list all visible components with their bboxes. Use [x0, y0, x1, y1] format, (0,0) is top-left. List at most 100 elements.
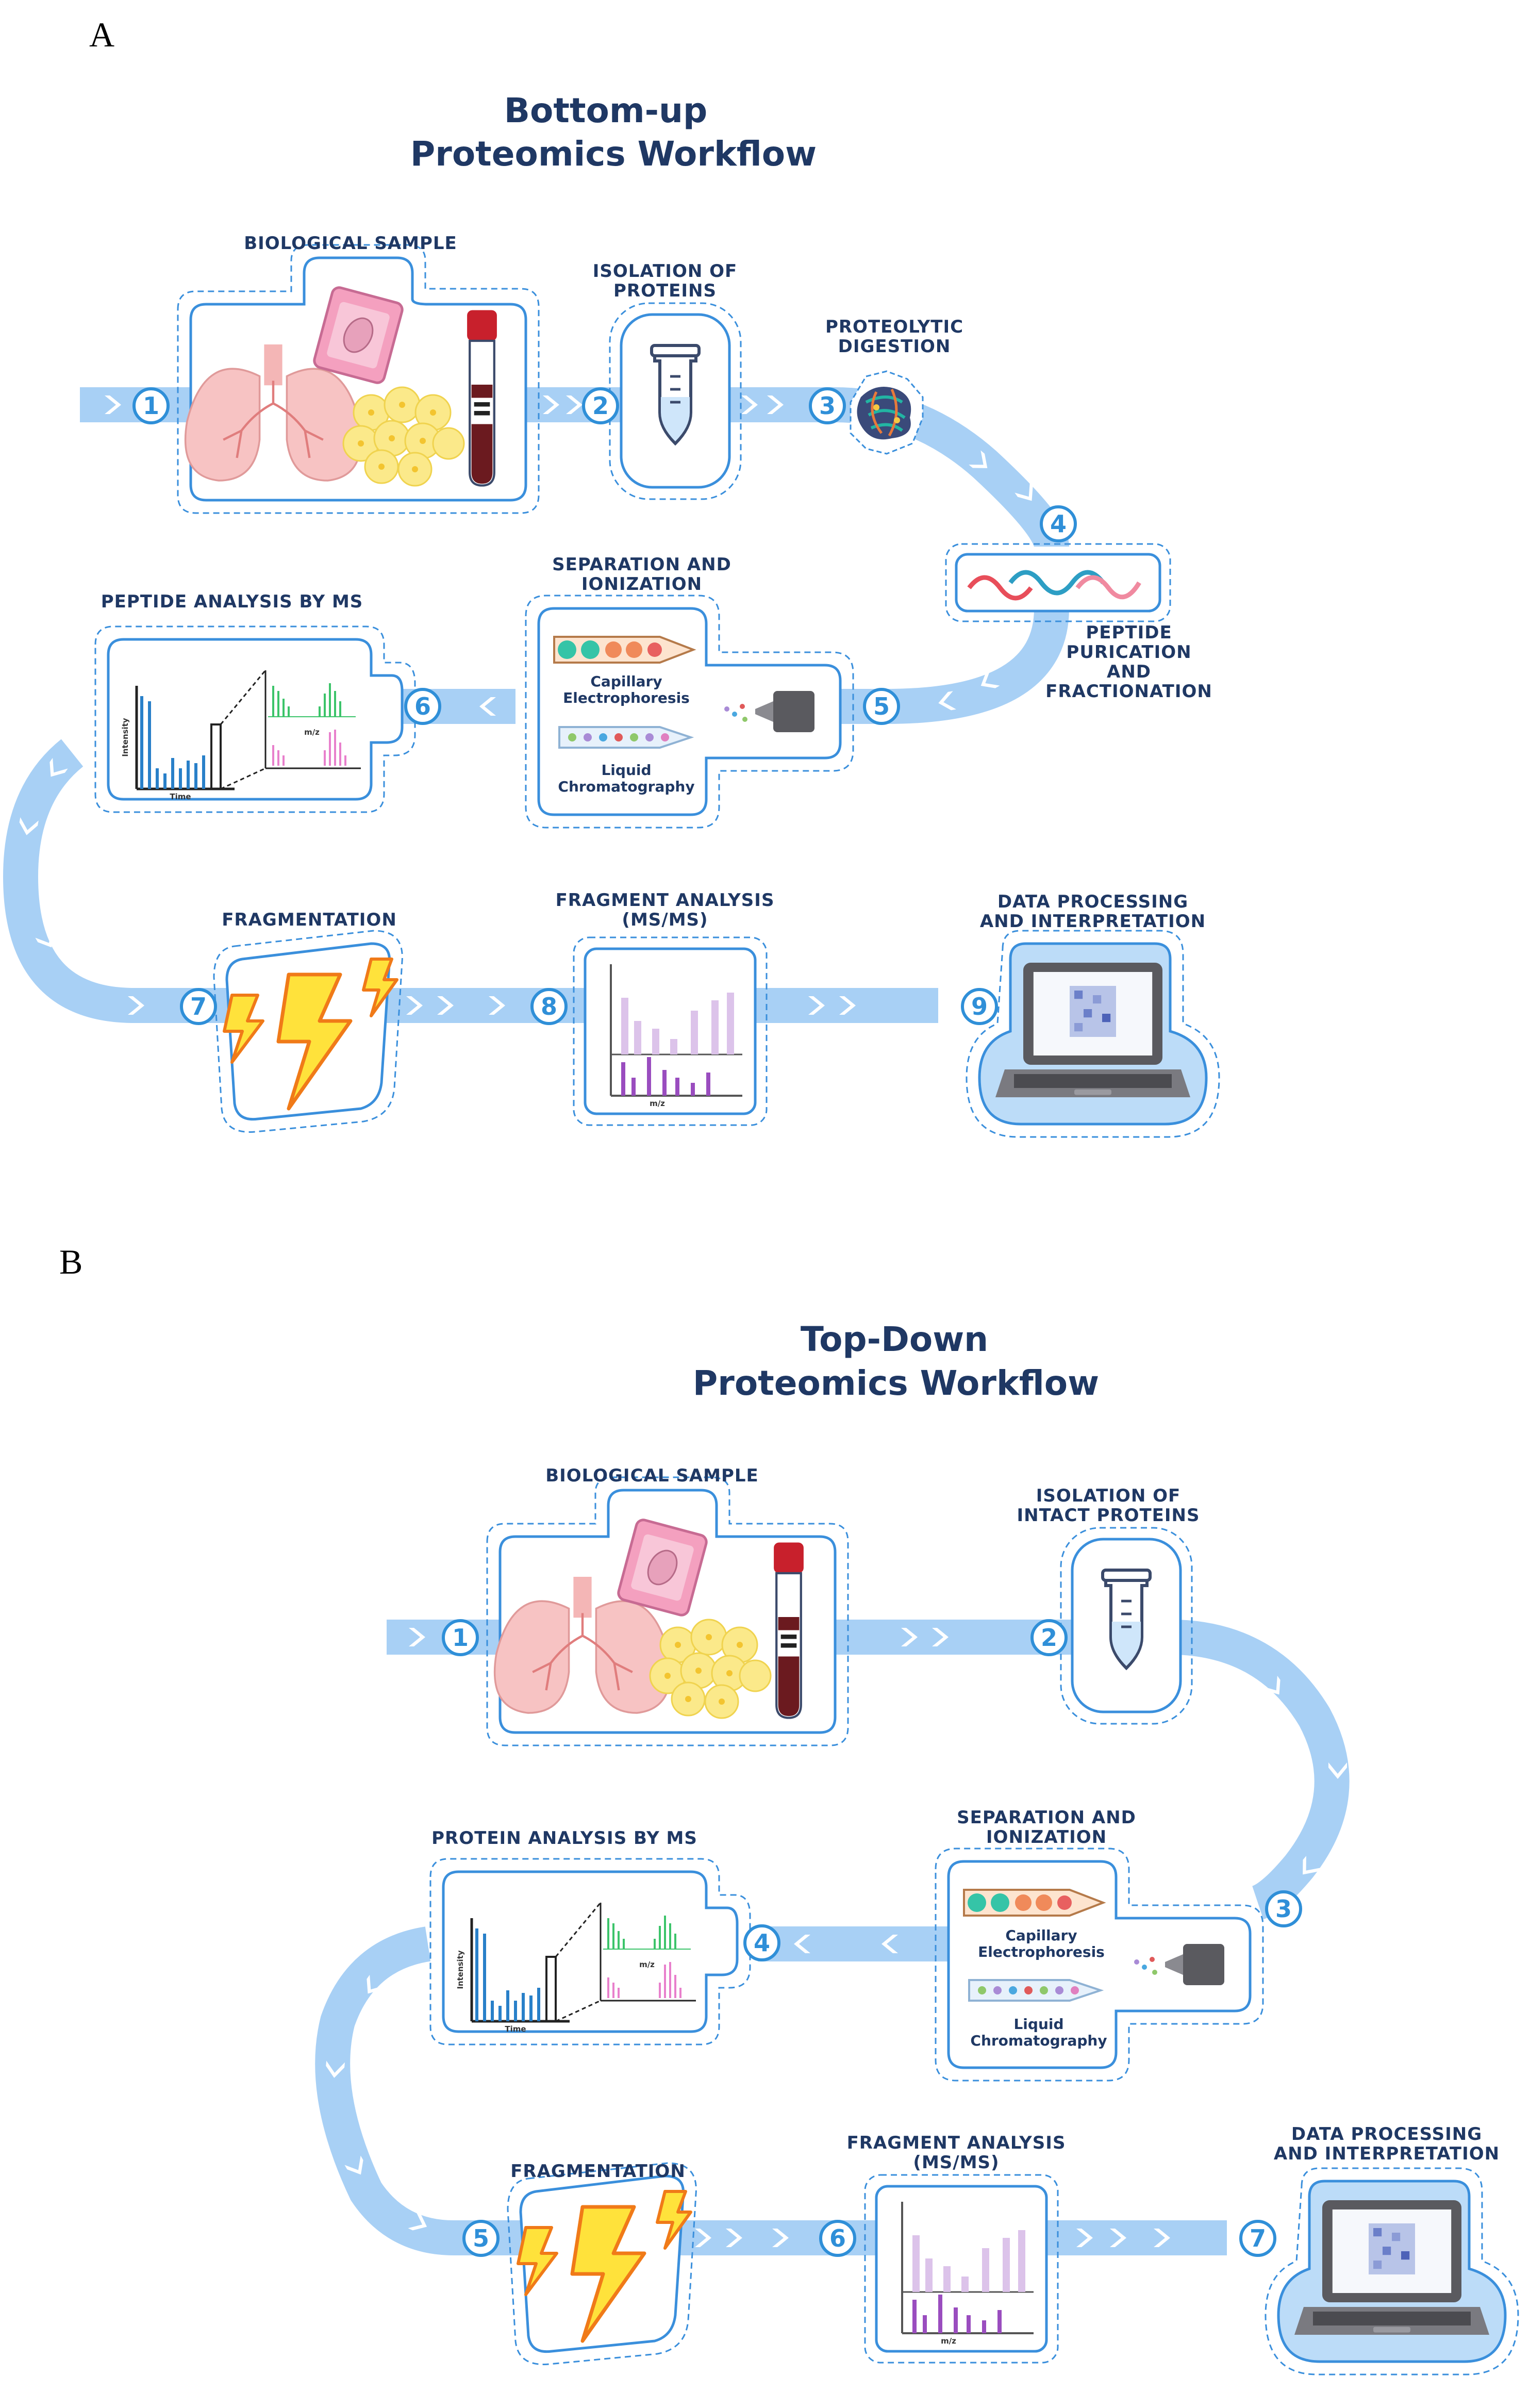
step-a-5: 5	[863, 688, 900, 725]
svg-text:3: 3	[819, 392, 836, 420]
panel-b-axis-intensity: Intensity	[456, 1950, 465, 1989]
panel-a-fragment-box	[573, 936, 768, 1126]
panel-b-separation-box	[935, 1848, 1264, 2082]
panel-a-fragmentation-box	[213, 930, 403, 1133]
panel-a-step-markers: 1 2 3 4 5 6 7 8 9	[132, 387, 1077, 1025]
step-a-1: 1	[132, 387, 170, 424]
panel-b-label-fragment-1: FRAGMENT ANALYSIS	[847, 2133, 1066, 2153]
panel-b-label-fragmentation: FRAGMENTATION	[510, 2161, 686, 2182]
panel-a-purification-box	[945, 543, 1171, 622]
svg-text:4: 4	[1050, 510, 1067, 538]
panel-b-label-separation-2: IONIZATION	[986, 1827, 1107, 1848]
svg-text:5: 5	[473, 2224, 489, 2252]
panel-a-isolation-box	[609, 302, 742, 500]
panel-b-axis-time: Time	[505, 2024, 526, 2034]
panel-b-label-analysis: PROTEIN ANALYSIS BY MS	[431, 1828, 697, 1849]
step-b-1: 1	[442, 1619, 479, 1656]
step-b-5: 5	[462, 2220, 500, 2257]
panel-a-label-analysis: PEPTIDE ANALYSIS BY MS	[101, 591, 363, 612]
svg-text:6: 6	[414, 692, 431, 720]
panel-a-label-digestion-2: DIGESTION	[838, 336, 951, 357]
panel-a-label-data-1: DATA PROCESSING	[997, 892, 1188, 912]
svg-text:5: 5	[873, 692, 890, 720]
panel-a-label-fragment-2: (MS/MS)	[622, 910, 708, 930]
panel-a-label-fragmentation: FRAGMENTATION	[222, 910, 397, 930]
panel-b-label-data-1: DATA PROCESSING	[1291, 2124, 1482, 2145]
panel-b-axis-mz: m/z	[639, 1960, 655, 1969]
panel-a-axis-mz-fragment: m/z	[650, 1099, 665, 1108]
svg-text:3: 3	[1275, 1895, 1292, 1923]
panel-a-digestion-icon	[850, 370, 924, 455]
panel-a-label-liquid-1: Liquid	[601, 762, 651, 779]
step-a-8: 8	[530, 988, 568, 1025]
panel-b-label-data-2: AND INTERPRETATION	[1274, 2143, 1500, 2164]
step-b-2: 2	[1030, 1619, 1068, 1656]
panel-a-label-data-2: AND INTERPRETATION	[980, 911, 1206, 932]
panel-b-label-fragment-2: (MS/MS)	[913, 2152, 999, 2173]
panel-a-label-digestion-1: PROTEOLYTIC	[825, 317, 963, 337]
svg-text:1: 1	[452, 1624, 469, 1652]
panel-b-sample-box	[486, 1476, 849, 1746]
svg-text:9: 9	[971, 993, 988, 1020]
panel-a-label-fragment-1: FRAGMENT ANALYSIS	[556, 890, 775, 911]
panel-b-label-capillary-1: Capillary	[1005, 1927, 1077, 1944]
panel-a-label-isolation-1: ISOLATION OF	[593, 261, 738, 282]
panel-a-label-sample: BIOLOGICAL SAMPLE	[244, 233, 457, 254]
step-a-7: 7	[180, 988, 217, 1025]
panel-b-title-line1: Top-Down	[801, 1320, 988, 1359]
svg-text:7: 7	[190, 993, 207, 1020]
panel-b-label-isolation-1: ISOLATION OF	[1036, 1486, 1181, 1506]
panel-b-analysis-box	[429, 1858, 751, 2046]
step-b-4: 4	[743, 1924, 780, 1961]
panel-b-fragmentation-box	[507, 2162, 697, 2365]
svg-text:8: 8	[541, 993, 557, 1020]
panel-a-label-purification-1: PEPTIDE	[1086, 622, 1172, 643]
panel-b-title-line2: Proteomics Workflow	[693, 1363, 1099, 1403]
panel-b-label-separation-1: SEPARATION AND	[957, 1807, 1136, 1828]
svg-text:1: 1	[143, 392, 159, 420]
panel-a-data-box	[966, 930, 1220, 1138]
panel-a-label-liquid-2: Chromatography	[558, 778, 694, 795]
svg-text:6: 6	[829, 2224, 846, 2252]
panel-b-fragment-box	[864, 2174, 1059, 2364]
step-a-9: 9	[961, 988, 998, 1025]
panel-a-label-capillary-1: Capillary	[590, 673, 662, 690]
panel-a-analysis-box	[94, 625, 416, 813]
panel-a-label-purification-2: PURICATION	[1066, 642, 1191, 663]
panel-a-title-line1: Bottom-up	[504, 91, 708, 130]
panel-a-axis-mz: m/z	[304, 728, 320, 737]
panel-a-label-capillary-2: Electrophoresis	[563, 689, 690, 706]
step-b-6: 6	[819, 2220, 856, 2257]
panel-b-label-liquid-2: Chromatography	[970, 2032, 1107, 2049]
svg-text:2: 2	[1041, 1624, 1057, 1652]
panel-a-axis-intensity: Intensity	[121, 718, 130, 757]
panel-a-label-separation-1: SEPARATION AND	[552, 554, 731, 575]
panel-b-data-box	[1265, 2167, 1519, 2376]
step-a-4: 4	[1040, 505, 1077, 542]
panel-a-separation-box	[525, 595, 854, 829]
step-b-7: 7	[1239, 2220, 1276, 2257]
panel-a-label-purification-4: FRACTIONATION	[1045, 681, 1212, 702]
panel-a-label-separation-2: IONIZATION	[581, 574, 702, 595]
step-a-3: 3	[809, 387, 846, 424]
panel-letter-a: A	[89, 15, 114, 54]
panel-a-axis-time: Time	[170, 792, 191, 801]
panel-b-label-sample: BIOLOGICAL SAMPLE	[545, 1465, 759, 1486]
panel-a-title-line2: Proteomics Workflow	[410, 134, 817, 174]
panel-b-axis-mz-fragment: m/z	[941, 2336, 956, 2346]
step-a-6: 6	[404, 688, 441, 725]
panel-letter-b: B	[59, 1242, 82, 1281]
panel-b-label-isolation-2: INTACT PROTEINS	[1017, 1505, 1200, 1526]
svg-text:4: 4	[754, 1929, 770, 1957]
svg-text:7: 7	[1250, 2224, 1266, 2252]
panel-b-isolation-box	[1060, 1527, 1193, 1725]
step-b-3: 3	[1265, 1890, 1302, 1927]
svg-text:2: 2	[592, 392, 609, 420]
step-a-2: 2	[582, 387, 619, 424]
panel-b-label-liquid-1: Liquid	[1013, 2016, 1063, 2033]
panel-a-label-purification-3: AND	[1107, 662, 1151, 682]
panel-a-sample-box	[177, 244, 540, 514]
panel-b-step-markers: 1 2 3 4 5 6 7	[442, 1619, 1302, 2257]
panel-a-label-isolation-2: PROTEINS	[613, 281, 717, 301]
